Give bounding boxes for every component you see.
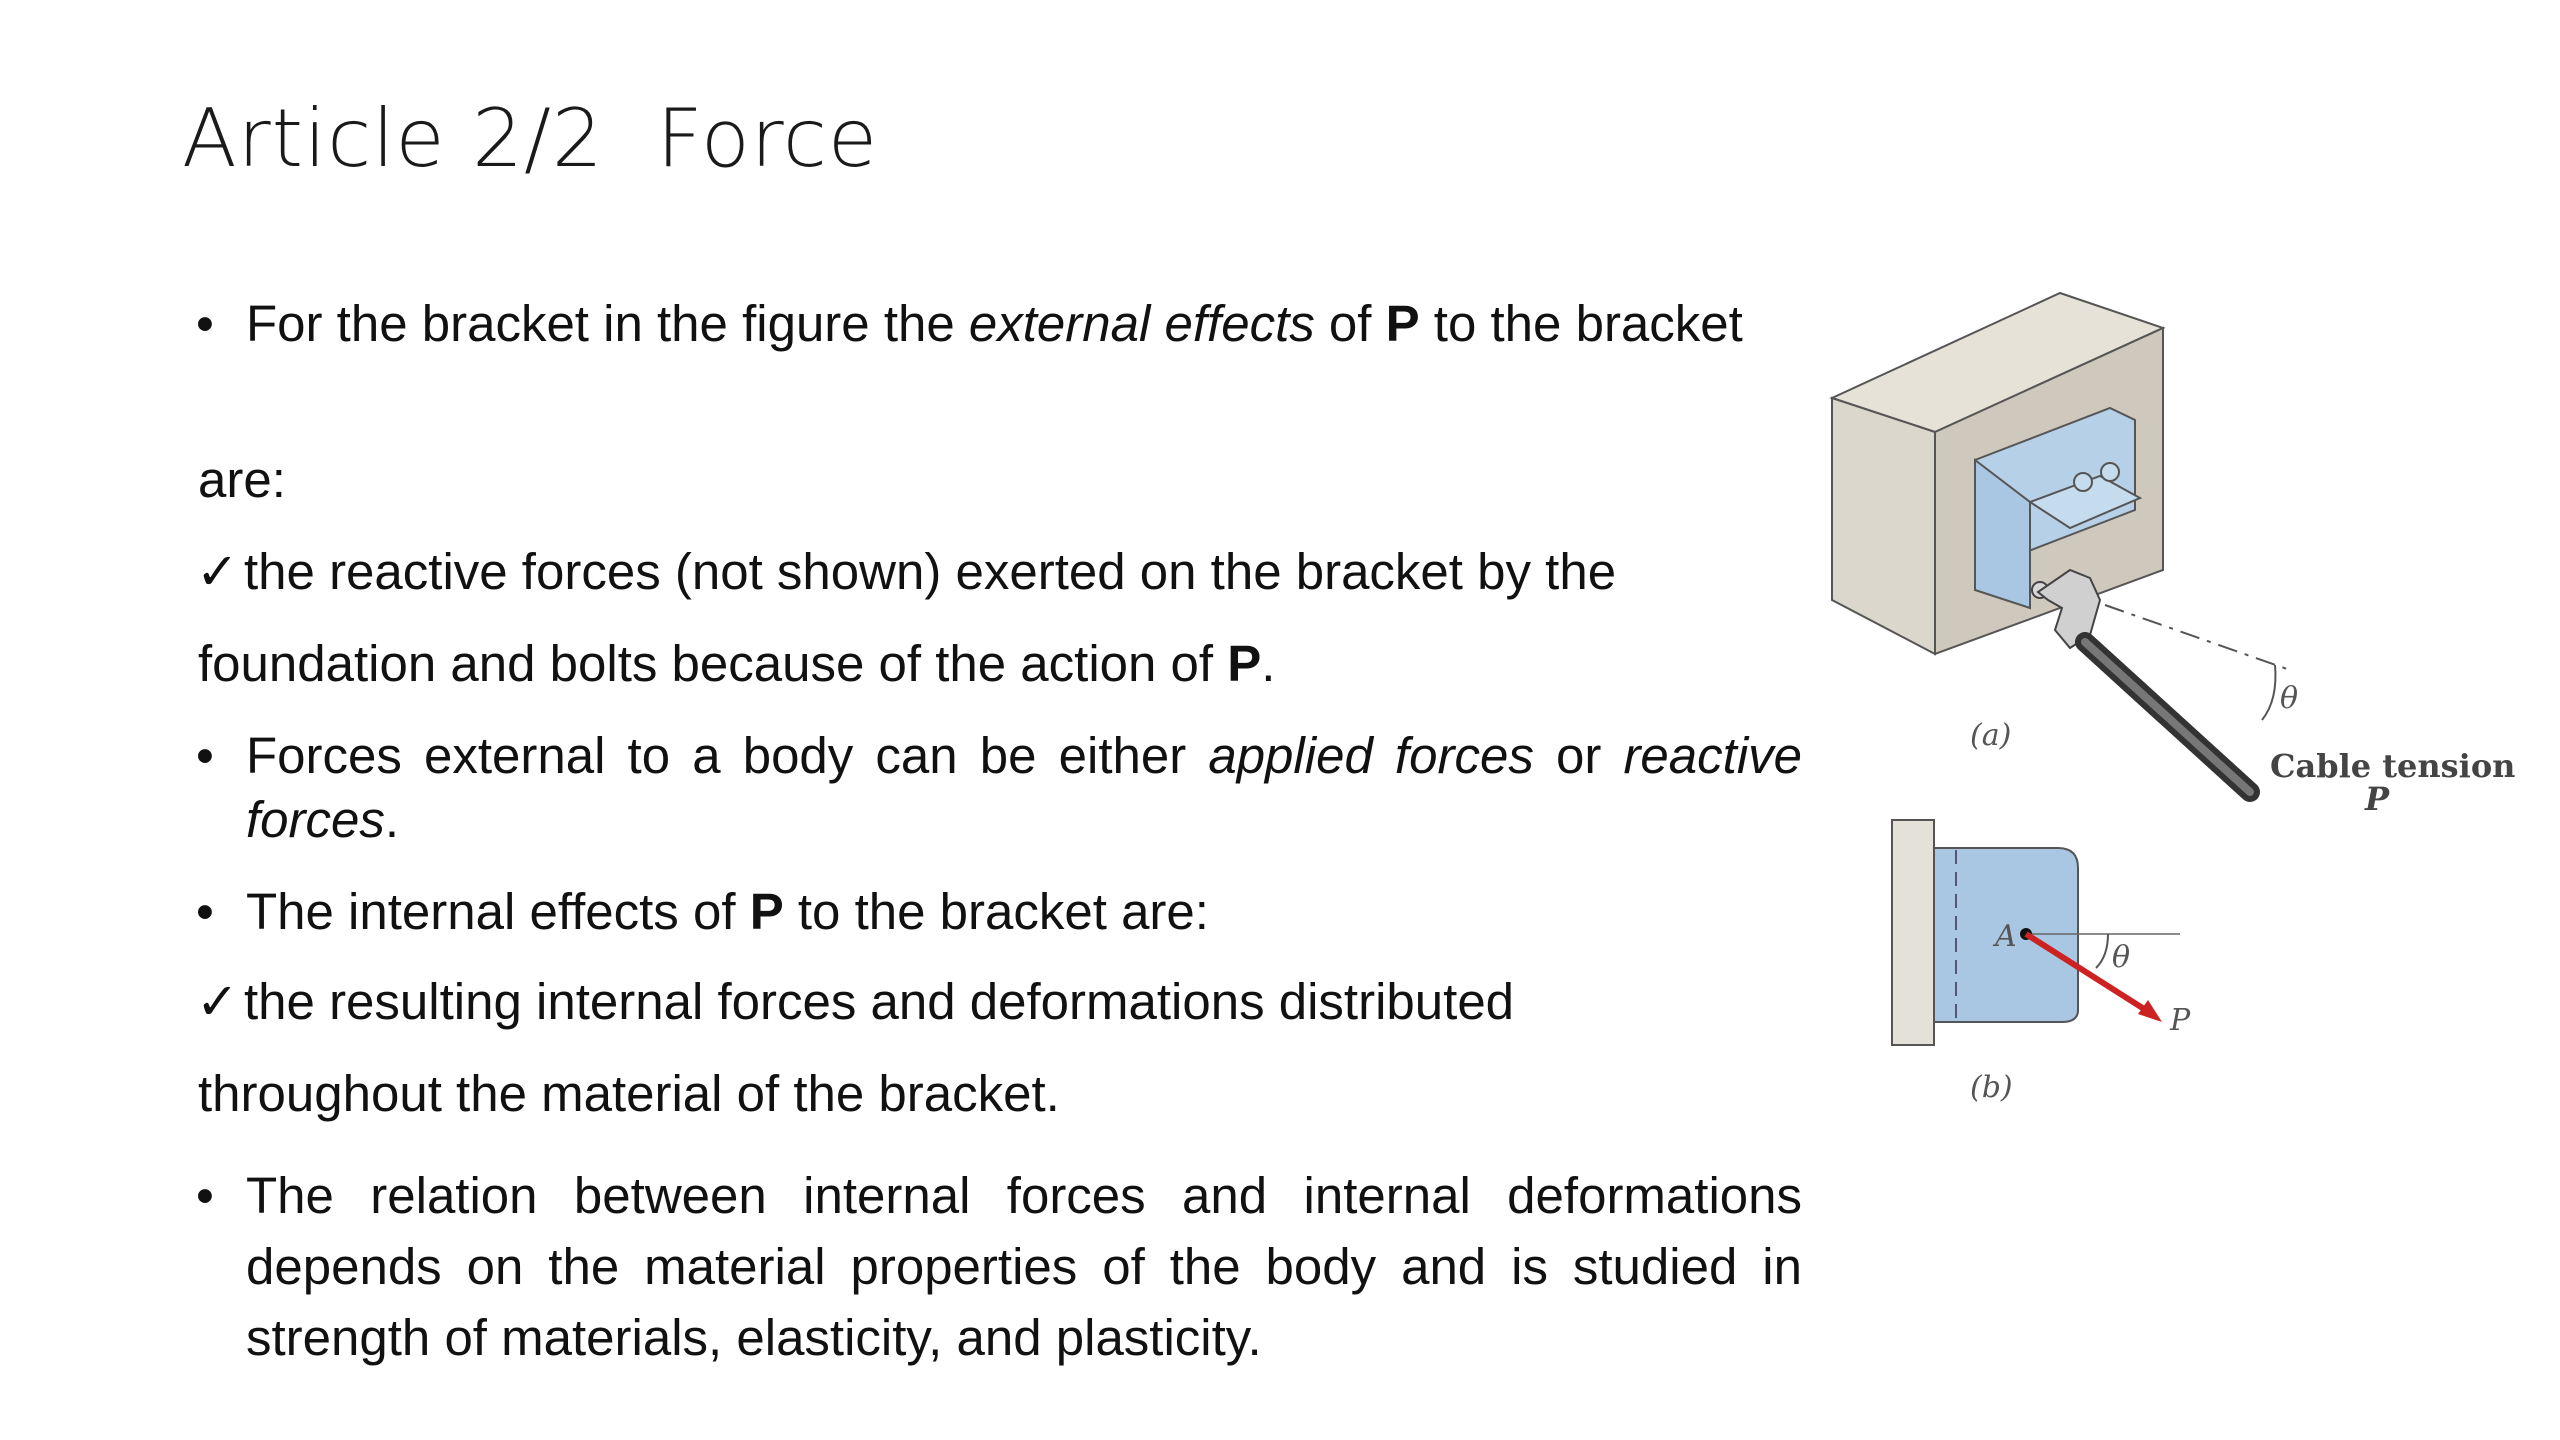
bracket-figure-svg: θ Cable tension P (a) A θ P (b) bbox=[1829, 291, 2515, 1105]
text-foundation-bolts: foundation and bolts because of the acti… bbox=[198, 635, 1276, 692]
check-internal-forces: ✓the resulting internal forces and defor… bbox=[196, 970, 1514, 1034]
theta-label-a: θ bbox=[2280, 681, 2298, 716]
bullet-internal-effects: • The internal effects of P to the brack… bbox=[196, 880, 1802, 944]
checkmark-icon: ✓ bbox=[196, 973, 239, 1030]
bullet-external-effects: • For the bracket in the figure the exte… bbox=[196, 292, 1802, 356]
point-a-label: A bbox=[1992, 919, 2017, 954]
slide-title: Article 2/2 Force bbox=[182, 92, 879, 185]
bullet-relation: • The relation between internal forces a… bbox=[196, 1160, 1802, 1373]
bullet-icon: • bbox=[196, 727, 214, 784]
angle-bracket bbox=[1974, 406, 2143, 610]
checkmark-icon: ✓ bbox=[196, 543, 239, 600]
theta-label-b: θ bbox=[2112, 940, 2130, 975]
label-a: (a) bbox=[1970, 718, 2011, 753]
cable-tension-label: Cable tension bbox=[2270, 747, 2515, 785]
clevis-cable: θ bbox=[2031, 568, 2298, 802]
bullet-icon: • bbox=[196, 1167, 214, 1224]
check-reactive-forces: ✓the reactive forces (not shown) exerted… bbox=[196, 540, 1616, 604]
label-b: (b) bbox=[1970, 1070, 2013, 1105]
bracket-figure: θ Cable tension P (a) A θ P (b) bbox=[1800, 270, 2520, 1130]
text-throughout-material: throughout the material of the bracket. bbox=[198, 1065, 1060, 1122]
cable-tension-p: P bbox=[2364, 780, 2390, 818]
force-p-label: P bbox=[2169, 1003, 2191, 1038]
bullet-icon: • bbox=[196, 883, 214, 940]
text-are: are: bbox=[198, 451, 286, 508]
bullet-icon: • bbox=[196, 295, 214, 352]
bullet-applied-reactive: • Forces external to a body can be eithe… bbox=[196, 724, 1802, 852]
bracket-section-b: A θ P bbox=[1891, 819, 2191, 1046]
